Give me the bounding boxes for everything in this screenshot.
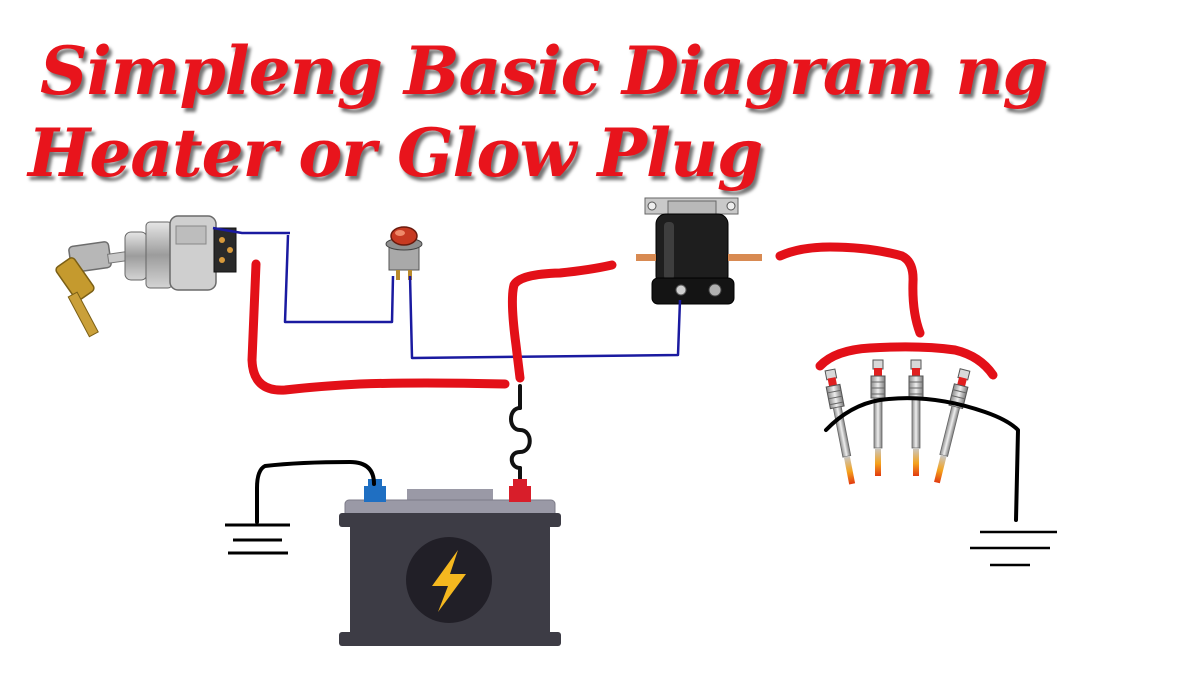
positive-terminal — [509, 486, 531, 502]
ground-icon — [225, 523, 290, 555]
ignition-switch — [55, 215, 237, 338]
signal-wires — [212, 226, 682, 360]
battery-icon — [339, 479, 561, 646]
relay-icon — [636, 197, 762, 305]
title-line-1: Simpleng Basic Diagram ng — [40, 32, 1049, 110]
glow-plugs — [822, 359, 973, 486]
negative-terminal — [364, 486, 386, 502]
ground-wires — [255, 396, 1020, 524]
push-button — [385, 226, 423, 280]
glow-plug-icon — [870, 359, 886, 477]
title-line-2: Heater or Glow Plug — [28, 114, 763, 192]
glow-plug-icon — [929, 367, 973, 485]
fuse-icon — [509, 384, 532, 490]
glow-plug-icon — [908, 359, 924, 477]
power-wires — [247, 242, 998, 395]
ground-icon — [970, 530, 1057, 567]
